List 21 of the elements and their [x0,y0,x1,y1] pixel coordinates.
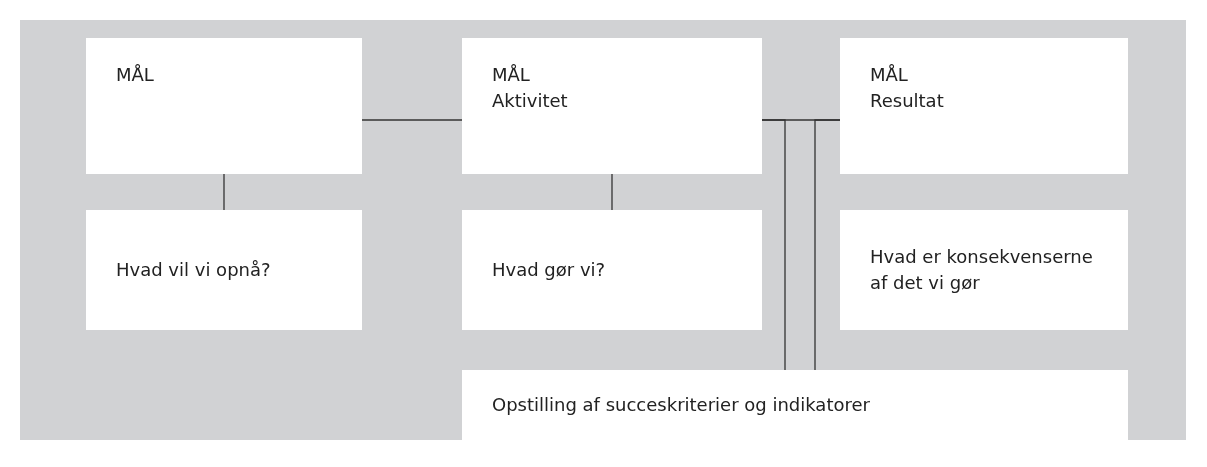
text-box [86,38,362,174]
text-box [840,38,1128,174]
box-text: Hvad er konsekvenserne af det vi gør [870,245,1094,295]
box-text: Opstilling af succeskriterier og indikatorer [492,393,870,417]
connector-line [611,173,613,211]
connector-line [223,173,225,211]
box-text: Hvad gør vi? [492,258,606,282]
box-text: MÅL [116,63,154,87]
box-text: Aktivitet [492,89,568,113]
connector-line [761,119,786,371]
text-box [462,38,762,174]
text-box [840,210,1128,330]
box-text: MÅL [492,63,530,87]
text-box [462,370,1128,440]
box-text: MÅL [870,63,908,87]
box-text: Resultat [870,89,944,113]
box-text: Hvad vil vi opnå? [116,258,271,282]
connector-line [361,119,463,121]
connector-line [814,119,841,371]
text-box [86,210,362,330]
text-box [462,210,762,330]
